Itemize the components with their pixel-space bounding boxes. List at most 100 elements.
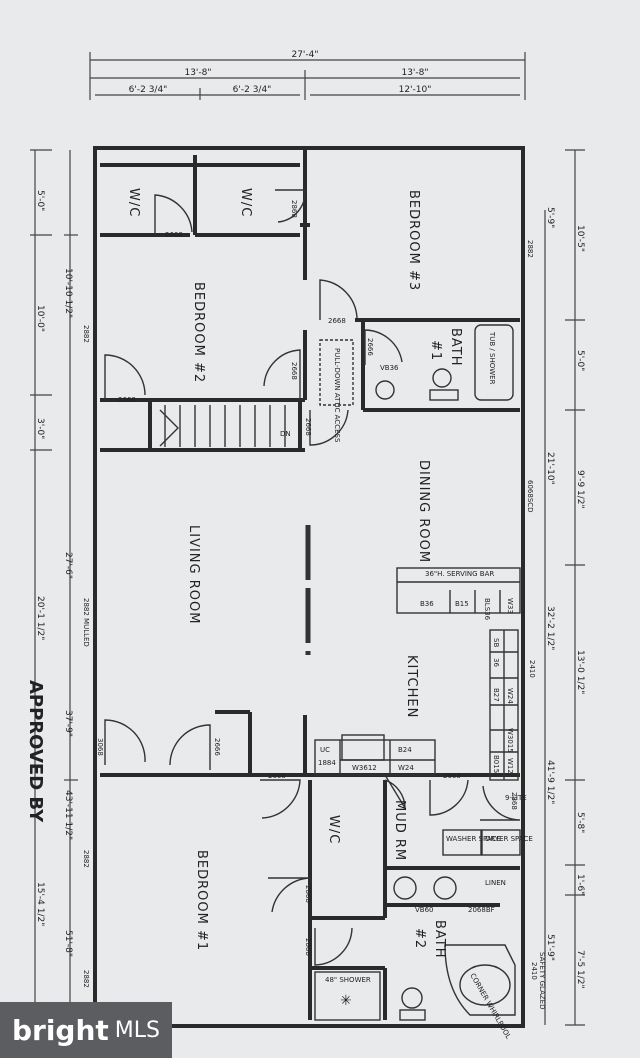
- exterior-wall: [93, 146, 525, 1028]
- vb36-label: VB36: [380, 364, 399, 372]
- shower-drain-icon: ✳: [340, 993, 352, 1009]
- window-2410-label: 2410: [528, 660, 536, 678]
- attic-label: PULL-DOWN ATTIC ACCESS: [333, 348, 341, 443]
- dim-left-5: 27'-6": [63, 552, 73, 579]
- attic-access: [319, 339, 354, 406]
- shower-label: 48" SHOWER: [325, 976, 371, 984]
- room-bedroom-1: BEDROOM #1: [194, 850, 209, 951]
- room-wic-1: W/C: [126, 188, 141, 217]
- sink-bath2-a: [393, 876, 417, 900]
- dim-left-9: 15'-4 1/2": [35, 882, 45, 926]
- door-label-2666: 2666: [366, 338, 374, 356]
- door-label-2868-c: 2868: [304, 885, 312, 903]
- door-swings: [104, 189, 521, 966]
- right-dimension-texts: 10'-5" 5'-9" 5'-0" 9'-9 1/2" 21'-10" 32'…: [545, 207, 585, 989]
- dim-right-8: 41'-9 1/2": [545, 760, 555, 804]
- room-bath-2-number: #2: [412, 928, 427, 949]
- door-label-2668-g: 2668: [443, 772, 461, 780]
- bright-mls-watermark: bright MLS: [0, 1002, 172, 1058]
- dim-right-2: 5'-9": [545, 207, 555, 228]
- door-label-2868-d: 2868: [304, 938, 312, 956]
- b015-label: B015: [492, 755, 500, 773]
- sink-36-label: 36: [492, 658, 500, 667]
- left-dimension-texts: 5'-0" 10'-10 1/2" 10'-0" 3'-0" 27'-6" 20…: [35, 190, 73, 957]
- dim-right-3: 5'-0": [575, 350, 585, 371]
- dim-top-sub1: 6'-2 3/4": [129, 85, 168, 95]
- room-mud: MUD RM: [392, 800, 407, 861]
- toilet-bath2: [401, 987, 423, 1009]
- room-wic-3: W/C: [326, 815, 341, 844]
- blsb-label: BLS36: [483, 598, 491, 621]
- w3015-label: W3015: [506, 728, 514, 753]
- door-labels: 2668 2868 2668 2668 2666 2668 2668 DN 30…: [82, 200, 534, 988]
- room-bedroom-2: BEDROOM #2: [191, 282, 206, 383]
- uc-1884-label: 1884: [318, 759, 336, 767]
- window-2410b-label: 2410: [530, 962, 538, 980]
- door-label-3068: 3068: [96, 738, 104, 756]
- window-label-2882-d: 2882: [82, 970, 90, 988]
- dim-left-3: 10'-0": [35, 305, 45, 332]
- dim-left-8: 43'-11 1/2": [63, 790, 73, 840]
- bifold-label: 2068BF: [468, 906, 495, 914]
- washer-label: WASHER SPACE: [446, 835, 501, 843]
- door-label-2868-a: 2868: [290, 200, 298, 218]
- sink-bath2-b: [433, 876, 457, 900]
- left-dimension-lines: [30, 149, 78, 1026]
- room-wic-2: W/C: [238, 188, 253, 217]
- dim-left-2: 10'-10 1/2": [63, 268, 73, 318]
- w3612-label: W3612: [352, 764, 377, 772]
- dim-top-sub2: 6'-2 3/4": [233, 85, 272, 95]
- room-bath-2: BATH: [432, 920, 447, 959]
- door-label-2668-b: 2668: [328, 317, 346, 325]
- w33-label: W33: [506, 598, 514, 614]
- toilet-tank-bath2: [399, 1009, 426, 1021]
- dim-right-5: 21'-10": [545, 452, 555, 485]
- dim-left-1: 5'-0": [35, 190, 45, 211]
- uc-label: UC: [320, 746, 330, 754]
- dim-right-12: 7'-5 1/2": [575, 950, 585, 989]
- room-bedroom-3: BEDROOM #3: [406, 190, 421, 291]
- dim-top-right: 13'-8": [401, 68, 428, 78]
- dim-left-10: 51'-8": [63, 930, 73, 957]
- b15-label: B15: [455, 600, 469, 608]
- dim-left-7: 37'-9": [63, 710, 73, 737]
- door-label-2668-a: 2668: [165, 231, 183, 239]
- serving-bar-label: 36"H. SERVING BAR: [425, 570, 494, 578]
- door-label-2668-d: 2668: [118, 396, 136, 404]
- safety-glazed-label: SAFETY GLAZED: [538, 952, 546, 1009]
- dim-right-10: 1'-6": [575, 874, 585, 895]
- dryer-space: [481, 829, 521, 856]
- dryer-label: DRYER SPACE: [485, 835, 533, 843]
- room-bath-1-number: #1: [428, 340, 443, 361]
- window-label-2882-c: 2882: [82, 850, 90, 868]
- whirlpool-tub: [444, 944, 516, 1016]
- window-label-2882-a: 2882: [526, 240, 534, 258]
- dim-right-4: 9'-9 1/2": [575, 470, 585, 509]
- watermark-suffix: MLS: [114, 1017, 160, 1043]
- stairs: [159, 405, 286, 447]
- toilet-tank: [429, 389, 459, 401]
- vb60-label: VB60: [415, 906, 434, 914]
- room-kitchen: KITCHEN: [404, 655, 419, 718]
- w24-label: W24: [398, 764, 414, 772]
- door-label-2668-c: 2668: [290, 362, 298, 380]
- room-dining: DINING ROOM: [416, 460, 431, 563]
- b27-label: B27: [492, 688, 500, 702]
- sb-label: SB: [492, 638, 500, 647]
- dim-left-4: 3'-0": [35, 418, 45, 439]
- door-label-2666-b: 2666: [213, 738, 221, 756]
- dim-right-1: 10'-5": [575, 225, 585, 252]
- door-label-2668-f: 2668: [268, 772, 286, 780]
- slider-label: 6068SCD: [526, 480, 534, 513]
- watermark-brand: bright: [11, 1013, 109, 1047]
- b36-label: B36: [420, 600, 434, 608]
- dim-top-sub3: 12'-10": [399, 85, 432, 95]
- right-dimension-lines: [544, 149, 585, 1026]
- dim-top-left: 13'-8": [184, 68, 211, 78]
- stairs-down-label: DN: [280, 430, 291, 438]
- dim-top-total: 27'-4": [291, 50, 318, 60]
- door-label-2868-b: 2868: [510, 792, 518, 810]
- whirlpool-label: CORNER WHIRLPOOL: [468, 972, 512, 1040]
- nine-lite-label: 9-LITE: [505, 794, 527, 802]
